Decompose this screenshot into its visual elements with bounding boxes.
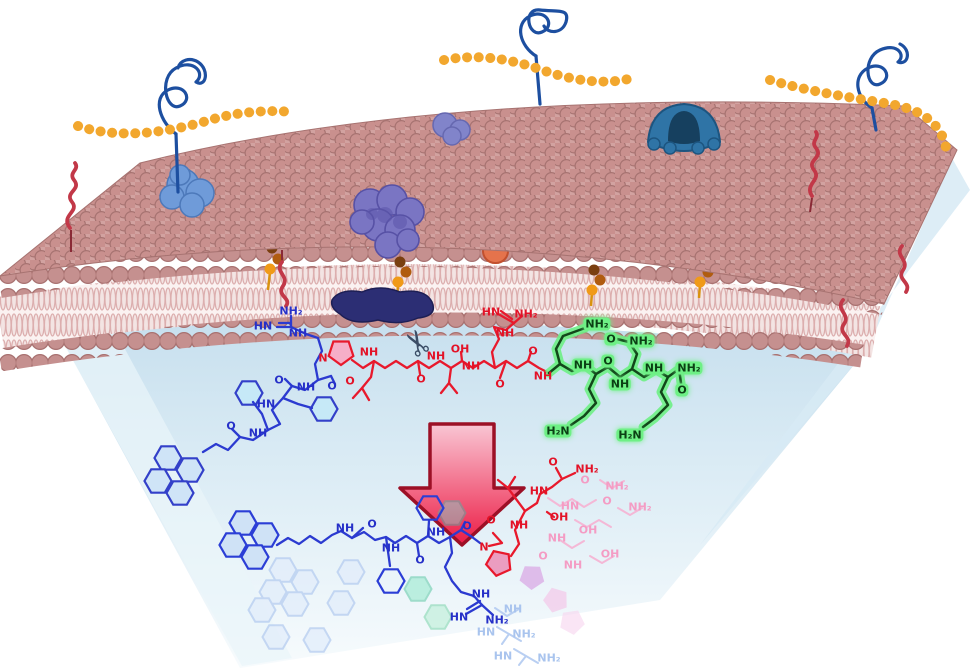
chem-label: NH	[503, 602, 523, 616]
lower-blue-bonds	[275, 519, 495, 617]
chem-label: NH	[608, 377, 632, 391]
chem-label: OH	[450, 342, 470, 356]
chem-label: NH	[642, 361, 666, 375]
cytoplasm-right-face	[700, 158, 970, 545]
glycoprotein-1	[157, 57, 207, 194]
protein-blob-small-purple	[432, 112, 471, 146]
chem-label: O	[367, 517, 377, 531]
chem-label: NH₂	[537, 651, 561, 665]
chem-label: NH₂	[575, 462, 599, 476]
chem-label: NH₂	[583, 317, 611, 331]
red-glycan-squiggle-2	[808, 130, 820, 213]
ghost-blue-copy	[494, 607, 539, 666]
chem-label: NH	[495, 326, 515, 340]
chem-label: NH	[296, 380, 316, 394]
red-glycan-squiggle-3	[277, 250, 290, 308]
chem-label: NH₂	[512, 627, 536, 641]
chem-label: NH	[509, 518, 529, 532]
chem-label: O	[327, 379, 337, 393]
chem-label: NH	[288, 326, 308, 340]
chem-label: NH	[381, 541, 401, 555]
red-glycan-squiggle-1	[65, 161, 79, 252]
protein-channel	[646, 102, 722, 155]
chem-label: OH	[600, 547, 620, 561]
chem-label: NH	[426, 349, 446, 363]
chem-label: NH₂	[485, 613, 509, 627]
chem-label: NH	[426, 525, 446, 539]
glycan-chain-3	[765, 75, 951, 153]
chem-label: O	[601, 354, 615, 368]
lower-red-bonds	[487, 466, 577, 558]
chem-label: NH₂	[605, 479, 629, 493]
chem-label: H₂N	[616, 428, 644, 442]
chem-label: HN	[493, 649, 513, 663]
chem-label: NH₂	[279, 304, 303, 318]
chem-label: NH₂	[514, 307, 538, 321]
chem-label: NH	[461, 359, 481, 373]
chem-label: O	[528, 344, 538, 358]
chem-label: N	[479, 540, 489, 554]
chem-label: NH	[471, 587, 491, 601]
chem-label: OH	[549, 510, 569, 524]
chem-label: H₂N	[544, 424, 572, 438]
chem-label: O	[416, 372, 426, 386]
glycan-chain-2	[439, 52, 637, 87]
down-arrow-icon	[398, 422, 526, 547]
chem-label: O	[675, 383, 689, 397]
chem-label: HN	[476, 625, 496, 639]
upper-blue-bonds	[201, 314, 337, 454]
chem-label: O	[580, 473, 590, 487]
chem-label: NH₂	[628, 500, 652, 514]
protein-blob-light-blue	[159, 164, 215, 218]
glycan-chain-1	[73, 106, 298, 139]
chem-label: O	[602, 494, 612, 508]
lipid-tails-band	[0, 264, 881, 358]
chem-label: O	[274, 373, 284, 387]
chem-label: NH₂	[675, 361, 703, 375]
chem-label: O	[495, 377, 505, 391]
chem-label: HN	[253, 319, 273, 333]
chem-label: HN	[529, 484, 549, 498]
chem-label: O	[345, 374, 355, 388]
glycolipid-2	[392, 256, 412, 301]
chem-label: O	[548, 455, 558, 469]
chem-label: O	[604, 332, 618, 346]
phenyl-ring-highlight-2	[309, 396, 339, 422]
red-glycan-squiggle-5	[838, 298, 851, 348]
ghost-pink-copy	[517, 479, 643, 637]
lipid-bilayer-front	[0, 244, 887, 372]
chem-label: HN	[481, 305, 501, 319]
upper-red-bonds	[350, 309, 551, 402]
protein-blob-purple	[349, 184, 425, 259]
chem-label: HN	[449, 610, 469, 624]
upper-peptide-structure	[143, 309, 686, 506]
chem-label: O	[486, 513, 496, 527]
chem-label: NH	[571, 358, 595, 372]
red-glycan-squiggle-4	[897, 244, 910, 294]
chem-label: NH	[533, 369, 553, 383]
chem-label: OH	[578, 523, 598, 537]
chem-label: NH₂	[627, 334, 655, 348]
glycoprotein-3	[856, 42, 909, 132]
chem-label: O	[538, 549, 548, 563]
glycoprotein-2	[519, 8, 569, 106]
chem-label: NH	[547, 531, 567, 545]
protein-navy-peripheral	[330, 287, 435, 324]
lipid-heads-row-outer	[0, 244, 887, 315]
lipid-heads-row-inner	[0, 312, 864, 372]
chem-label: O	[415, 553, 425, 567]
chem-label: NH	[248, 426, 268, 440]
chem-label: O	[462, 519, 472, 533]
chem-label: HN	[560, 499, 580, 513]
glycolipid-3	[586, 264, 606, 307]
chem-label: N	[318, 351, 328, 365]
chem-label: HN	[256, 397, 276, 411]
lower-peptide-structure	[218, 466, 643, 666]
membrane-top-surface	[0, 101, 958, 305]
chem-label: O	[226, 419, 236, 433]
chem-label: NH	[335, 521, 355, 535]
chem-label: NH	[359, 345, 379, 359]
chem-label: NH	[563, 558, 583, 572]
